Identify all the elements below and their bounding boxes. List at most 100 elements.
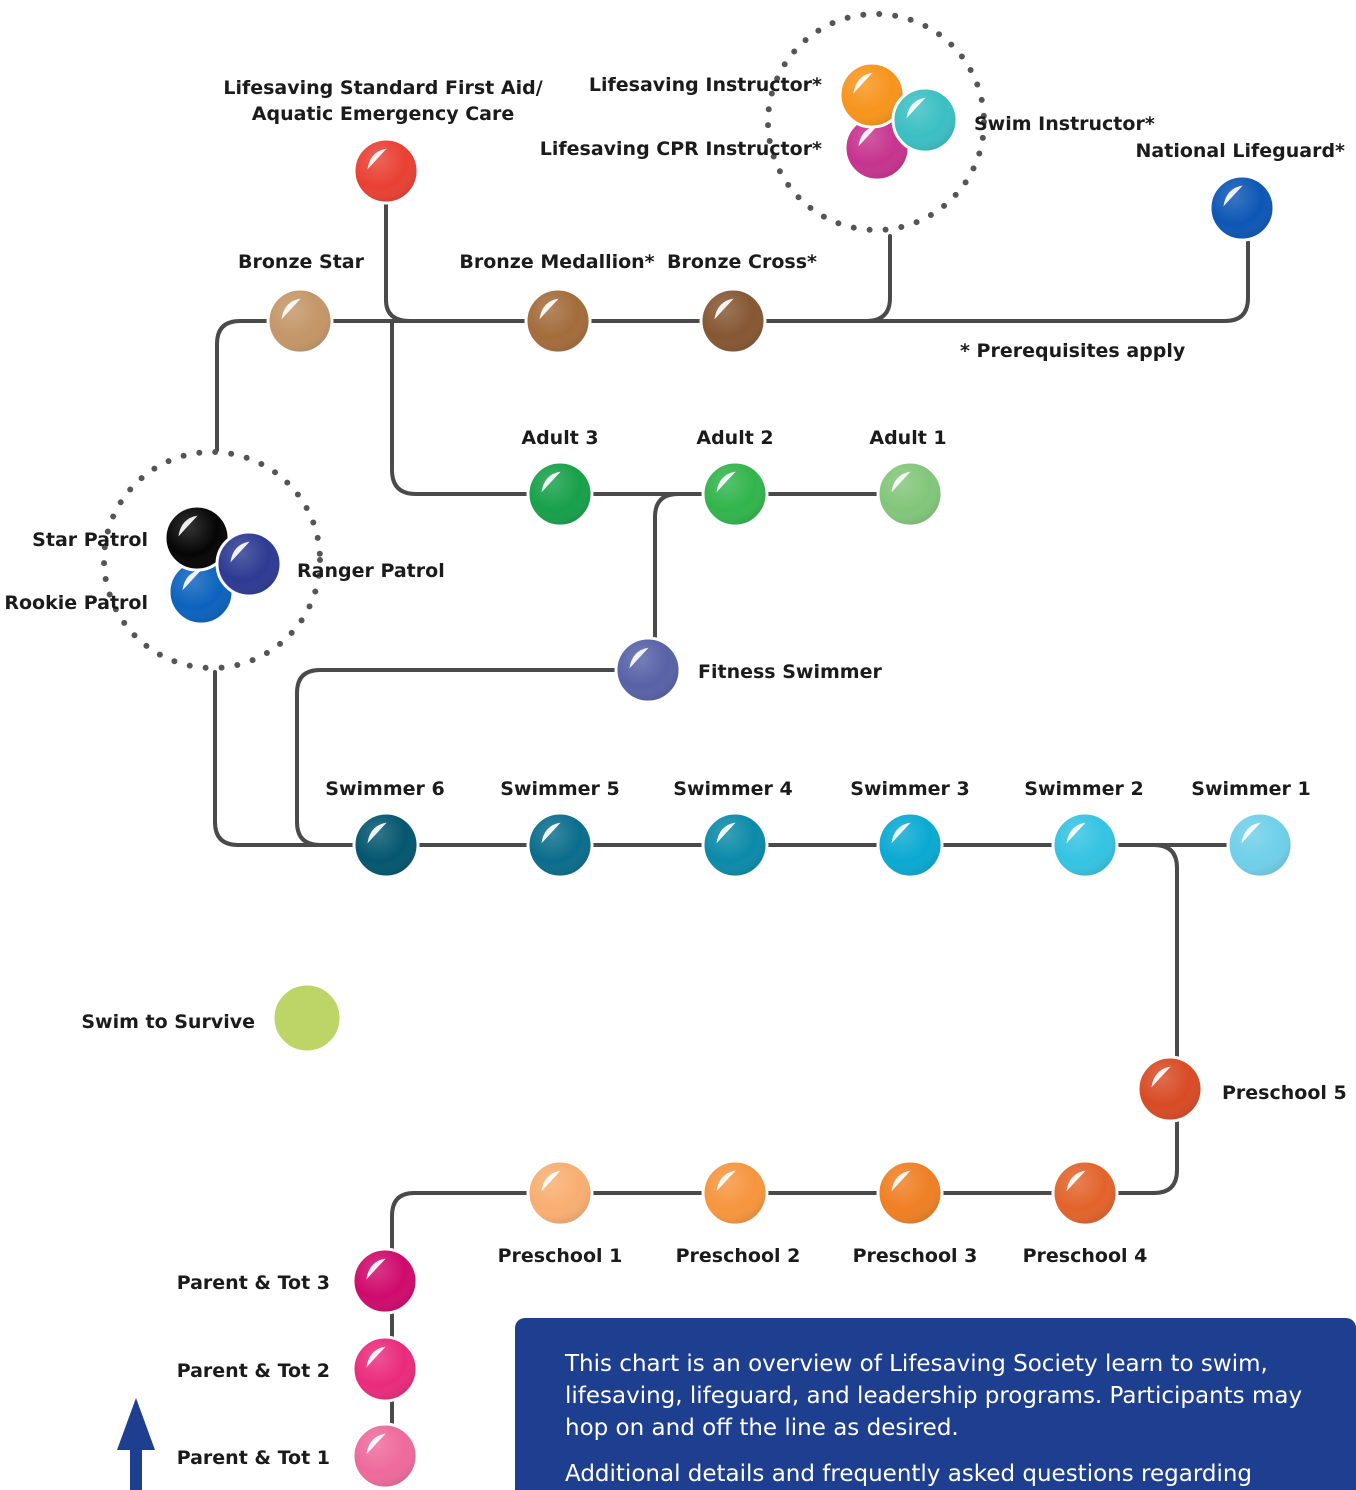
node-highlight [716,822,736,844]
node-parent-tot-2[interactable] [351,1335,419,1403]
label-swimmer-2: Swimmer 2 [1024,778,1143,800]
node-highlight [367,148,387,170]
node-adult-3[interactable] [526,460,594,528]
label-lifesaving-first-aid-line1: Lifesaving Standard First Aid/ [223,77,542,99]
node-bronze-medallion[interactable] [524,287,592,355]
node-shading [704,814,766,876]
node-parent-tot-1[interactable] [351,1422,419,1490]
node-highlight [178,515,198,537]
node-highlight [541,822,561,844]
node-highlight [891,1170,911,1192]
node-shading [879,814,941,876]
node-highlight [539,298,559,320]
node-shading [846,117,908,179]
node-swim-instructor[interactable] [891,86,959,154]
up-arrow-icon [117,1398,155,1490]
label-swimmer-3: Swimmer 3 [850,778,969,800]
node-shading [218,533,280,595]
node-highlight [891,471,911,493]
label-parent-tot-3: Parent & Tot 3 [177,1272,330,1294]
label-lifesaving-first-aid-line2: Aquatic Emergency Care [252,103,514,125]
node-shading [355,814,417,876]
node-preschool-4[interactable] [1051,1159,1119,1227]
node-shading [1229,814,1291,876]
node-shading [269,290,331,352]
info-box: This chart is an overview of Lifesaving … [515,1318,1356,1490]
node-highlight [281,298,301,320]
line-preschool1-to-parent-tot [390,1191,562,1457]
node-lifesaving-first-aid[interactable] [352,137,420,205]
node-swimmer-4[interactable] [701,811,769,879]
node-highlight [366,1433,386,1455]
node-highlight [367,822,387,844]
node-swimmer-6[interactable] [352,811,420,879]
node-swimmer-5[interactable] [526,811,594,879]
node-preschool-5[interactable] [1136,1055,1204,1123]
node-highlight [716,1170,736,1192]
label-preschool-4: Preschool 4 [1023,1245,1148,1267]
node-shading [702,290,764,352]
node-highlight [716,471,736,493]
node-shading [354,1250,416,1312]
node-fitness-swimmer[interactable] [614,636,682,704]
node-national-lifeguard[interactable] [1208,174,1276,242]
node-shading [527,290,589,352]
node-shading [1054,1162,1116,1224]
label-adult-2: Adult 2 [696,427,773,449]
node-adult-1[interactable] [876,460,944,528]
node-ranger-patrol[interactable] [215,530,283,598]
label-adult-3: Adult 3 [521,427,598,449]
line-adult2-to-fitness [653,492,737,672]
node-swimmer-3[interactable] [876,811,944,879]
line-swimmer2-to-preschool5 [558,843,1179,1195]
node-bronze-cross[interactable] [699,287,767,355]
node-shading [841,64,903,126]
node-preschool-2[interactable] [701,1159,769,1227]
node-highlight [541,471,561,493]
label-lifesaving-cpr-instructor: Lifesaving CPR Instructor* [540,138,822,160]
node-labels: Lifesaving Standard First Aid/ Aquatic E… [4,74,1346,1469]
label-rookie-patrol: Rookie Patrol [4,592,148,614]
node-shading [355,140,417,202]
connector-lines [213,198,1262,1457]
label-bronze-medallion: Bronze Medallion* [459,251,654,273]
label-swimmer-5: Swimmer 5 [500,778,619,800]
node-star-patrol[interactable] [163,504,231,572]
node-shading [704,1162,766,1224]
node-preschool-1[interactable] [526,1159,594,1227]
node-highlight [1223,185,1243,207]
node-shading [1054,814,1116,876]
node-shading [170,561,232,623]
label-swimmer-6: Swimmer 6 [325,778,444,800]
patrol-group-ring [101,449,323,671]
label-swimmer-4: Swimmer 4 [673,778,792,800]
node-swim-to-survive[interactable] [271,982,343,1054]
node-highlight [853,72,873,94]
node-shading [354,1425,416,1487]
node-parent-tot-3[interactable] [351,1247,419,1315]
node-swimmer-2[interactable] [1051,811,1119,879]
label-swim-to-survive: Swim to Survive [81,1011,255,1033]
label-fitness-swimmer: Fitness Swimmer [698,661,882,683]
label-swim-instructor: Swim Instructor* [974,113,1155,135]
node-highlight [230,541,250,563]
label-preschool-2: Preschool 2 [676,1245,801,1267]
node-preschool-3[interactable] [876,1159,944,1227]
node-shading [704,463,766,525]
line-instructors-drop [864,234,892,323]
node-bronze-star[interactable] [266,287,334,355]
node-shading [1139,1058,1201,1120]
node-shading [617,639,679,701]
node-rookie-patrol[interactable] [167,558,235,626]
node-swimmer-1[interactable] [1226,811,1294,879]
label-national-lifeguard: National Lifeguard* [1136,140,1346,162]
node-highlight [714,298,734,320]
node-lifesaving-instructor[interactable] [838,61,906,129]
label-star-patrol: Star Patrol [32,529,148,551]
footnote-prerequisites: * Prerequisites apply [960,340,1186,362]
node-adult-2[interactable] [701,460,769,528]
node-shading [529,814,591,876]
node-shading [879,1162,941,1224]
info-paragraph-details: Additional details and frequently asked … [565,1461,1253,1487]
